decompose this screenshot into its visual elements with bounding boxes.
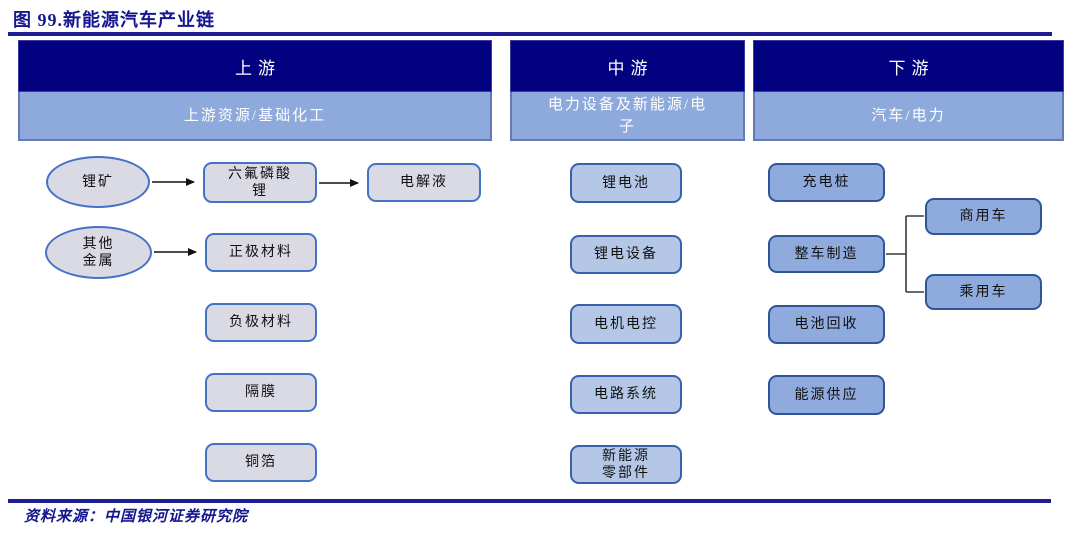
node-lithium-battery-equipment-label: 锂电设备 (594, 247, 658, 262)
node-passenger-vehicle-label: 乘用车 (959, 284, 1008, 300)
node-lithium-battery-equipment: 锂电设备 (570, 235, 682, 274)
downstream-subheader: 汽车/电力 (753, 92, 1064, 141)
node-separator-label: 隔膜 (245, 385, 277, 400)
node-nev-components: 新能源零部件 (570, 445, 682, 484)
midstream-header: 中游 (510, 40, 745, 92)
midstream-subheader: 电力设备及新能源/电子 (510, 92, 745, 141)
node-lipf6: 六氟磷酸锂 (203, 162, 317, 203)
node-lithium-battery: 锂电池 (570, 163, 682, 203)
node-other-metals: 其他金属 (45, 226, 152, 279)
node-energy-supply-label: 能源供应 (794, 387, 859, 403)
figure-title: 图 99.新能源汽车产业链 (13, 10, 215, 30)
downstream-subheader-label: 汽车/电力 (871, 107, 946, 124)
node-passenger-vehicle: 乘用车 (925, 274, 1042, 310)
top-rule (8, 32, 1052, 36)
node-lithium-ore-label: 锂矿 (82, 174, 114, 190)
node-cathode-material-label: 正极材料 (229, 245, 293, 260)
node-lithium-ore: 锂矿 (46, 156, 150, 208)
node-circuit-system: 电路系统 (570, 375, 682, 414)
upstream-header: 上游 (18, 40, 492, 92)
node-vehicle-manufacturing-label: 整车制造 (794, 246, 859, 262)
node-other-metals-label: 其他金属 (82, 236, 115, 269)
node-charging-pile: 充电桩 (768, 163, 885, 202)
node-cathode-material: 正极材料 (205, 233, 317, 272)
node-lithium-battery-label: 锂电池 (602, 175, 650, 191)
node-commercial-vehicle: 商用车 (925, 198, 1042, 235)
node-energy-supply: 能源供应 (768, 375, 885, 415)
node-separator: 隔膜 (205, 373, 317, 412)
node-nev-components-label: 新能源零部件 (602, 448, 650, 481)
source-note: 资料来源：中国银河证券研究院 (24, 509, 249, 525)
node-electrolyte: 电解液 (367, 163, 481, 202)
node-battery-recycling: 电池回收 (768, 305, 885, 344)
column-midstream: 中游 电力设备及新能源/电子 (510, 40, 745, 141)
node-electrolyte-label: 电解液 (400, 175, 448, 190)
node-commercial-vehicle-label: 商用车 (959, 209, 1008, 224)
upstream-subheader-label: 上游资源/基础化工 (183, 107, 327, 124)
node-vehicle-manufacturing: 整车制造 (768, 235, 885, 273)
node-copper-foil-label: 铜箔 (245, 455, 277, 470)
column-upstream: 上游 上游资源/基础化工 (18, 40, 492, 141)
midstream-subheader-label: 电力设备及新能源/电子 (547, 96, 708, 135)
node-motor-and-control-label: 电机电控 (594, 316, 658, 332)
node-battery-recycling-label: 电池回收 (794, 317, 859, 332)
downstream-header: 下游 (753, 40, 1064, 92)
node-anode-material-label: 负极材料 (229, 315, 293, 330)
node-charging-pile-label: 充电桩 (802, 175, 851, 190)
connector-vehicle-mfg-branch (886, 215, 924, 293)
node-lipf6-label: 六氟磷酸锂 (228, 166, 292, 199)
node-anode-material: 负极材料 (205, 303, 317, 342)
bottom-rule (8, 499, 1051, 503)
node-circuit-system-label: 电路系统 (594, 387, 658, 402)
node-motor-and-control: 电机电控 (570, 304, 682, 344)
column-downstream: 下游 汽车/电力 (753, 40, 1064, 141)
node-copper-foil: 铜箔 (205, 443, 317, 482)
upstream-subheader: 上游资源/基础化工 (18, 92, 492, 141)
